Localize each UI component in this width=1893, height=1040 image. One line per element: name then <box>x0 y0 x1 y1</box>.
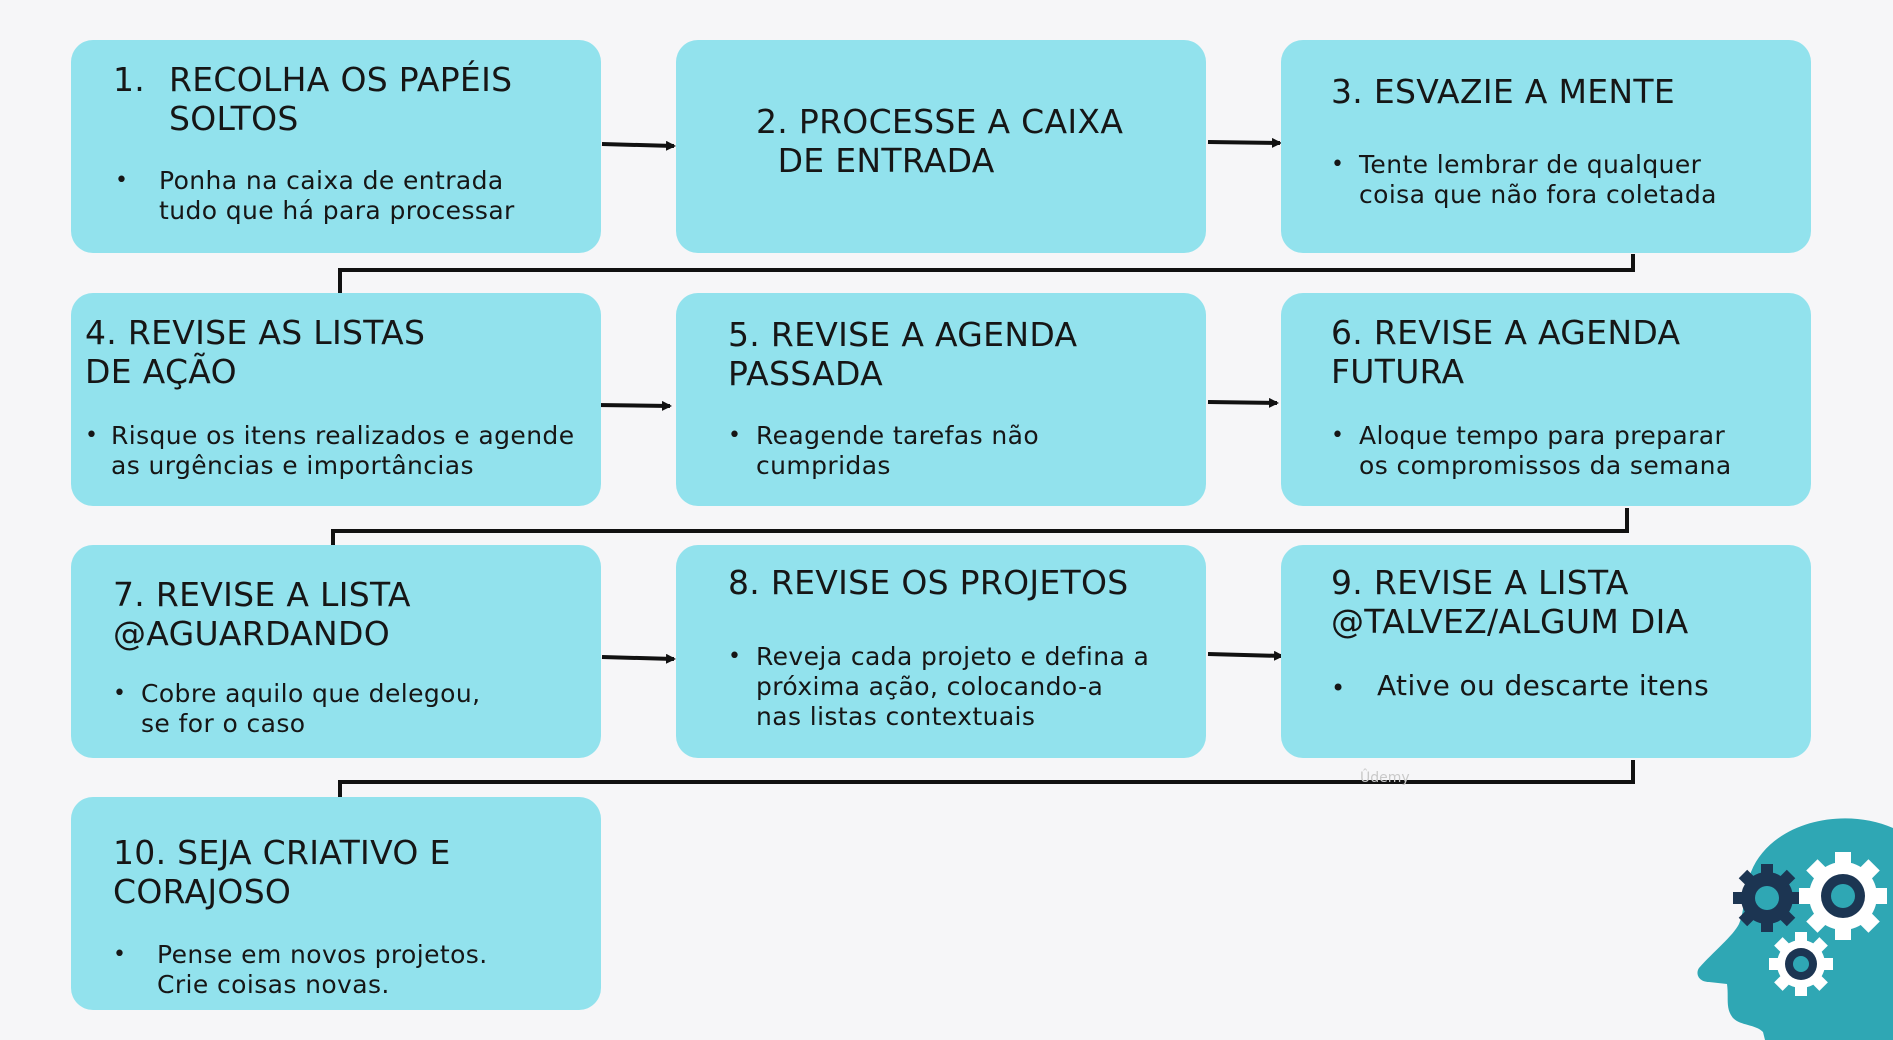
arrow-2-to-3 <box>1207 137 1282 148</box>
step-4-title: 4. REVISE AS LISTAS DE AÇÃO <box>85 313 426 391</box>
step-8-bullet: Reveja cada projeto e defina a próxima a… <box>756 642 1150 731</box>
bullet-dot: • <box>113 942 126 967</box>
arrow-8-to-9 <box>1207 650 1284 661</box>
step-8-title: 8. REVISE OS PROJETOS <box>728 563 1129 602</box>
step-10-bullet: Pense em novos projetos. Crie coisas nov… <box>157 940 488 999</box>
step-card-9: 9. REVISE A LISTA @TALVEZ/ALGUM DIA • At… <box>1281 545 1811 758</box>
step-9-bullet: Ative ou descarte itens <box>1377 669 1710 702</box>
step-7-title: 7. REVISE A LISTA @AGUARDANDO <box>113 575 411 653</box>
arrow-1-to-2 <box>601 140 676 151</box>
step-10-title: 10. SEJA CRIATIVO E CORAJOSO <box>113 833 451 911</box>
step-5-bullet: Reagende tarefas não cumpridas <box>756 421 1040 480</box>
step-card-3: 3. ESVAZIE A MENTE • Tente lembrar de qu… <box>1281 40 1811 253</box>
bullet-dot: • <box>85 423 98 448</box>
arrow-5-to-6 <box>1207 397 1279 408</box>
step-7-bullet: Cobre aquilo que delegou, se for o caso <box>141 679 481 738</box>
step-card-5: 5. REVISE A AGENDA PASSADA • Reagende ta… <box>676 293 1206 506</box>
step-1-bullet: Ponha na caixa de entrada tudo que há pa… <box>159 166 515 225</box>
step-card-1: 1. RECOLHA OS PAPÉIS SOLTOS • Ponha na c… <box>71 40 601 253</box>
step-1-number: 1. <box>113 60 146 99</box>
bullet-dot: • <box>1331 423 1344 448</box>
step-5-title: 5. REVISE A AGENDA PASSADA <box>728 315 1078 393</box>
step-6-title: 6. REVISE A AGENDA FUTURA <box>1331 313 1681 391</box>
step-9-title: 9. REVISE A LISTA @TALVEZ/ALGUM DIA <box>1331 563 1689 641</box>
step-4-bullet: Risque os itens realizados e agende as u… <box>111 421 575 480</box>
bullet-dot: • <box>1331 674 1346 702</box>
step-2-title: 2. PROCESSE A CAIXA DE ENTRADA <box>756 102 1124 180</box>
step-card-10: 10. SEJA CRIATIVO E CORAJOSO • Pense em … <box>71 797 601 1010</box>
bullet-dot: • <box>113 681 126 706</box>
step-3-title: 3. ESVAZIE A MENTE <box>1331 72 1675 111</box>
bullet-dot: • <box>728 423 741 448</box>
step-card-8: 8. REVISE OS PROJETOS • Reveja cada proj… <box>676 545 1206 758</box>
watermark-text: Ûdemy <box>1360 770 1410 786</box>
bullet-dot: • <box>728 644 741 669</box>
step-1-title: RECOLHA OS PAPÉIS SOLTOS <box>169 60 513 138</box>
step-card-7: 7. REVISE A LISTA @AGUARDANDO • Cobre aq… <box>71 545 601 758</box>
head-gears-icon <box>1697 818 1893 1040</box>
bullet-dot: • <box>115 168 128 193</box>
bullet-dot: • <box>1331 152 1344 177</box>
step-card-4: 4. REVISE AS LISTAS DE AÇÃO • Risque os … <box>71 293 601 506</box>
step-6-bullet: Aloque tempo para preparar os compromiss… <box>1359 421 1732 480</box>
step-3-bullet: Tente lembrar de qualquer coisa que não … <box>1359 150 1717 209</box>
step-card-6: 6. REVISE A AGENDA FUTURA • Aloque tempo… <box>1281 293 1811 506</box>
arrow-7-to-8 <box>601 653 676 664</box>
arrow-4-to-5 <box>596 400 672 411</box>
step-card-2: 2. PROCESSE A CAIXA DE ENTRADA <box>676 40 1206 253</box>
